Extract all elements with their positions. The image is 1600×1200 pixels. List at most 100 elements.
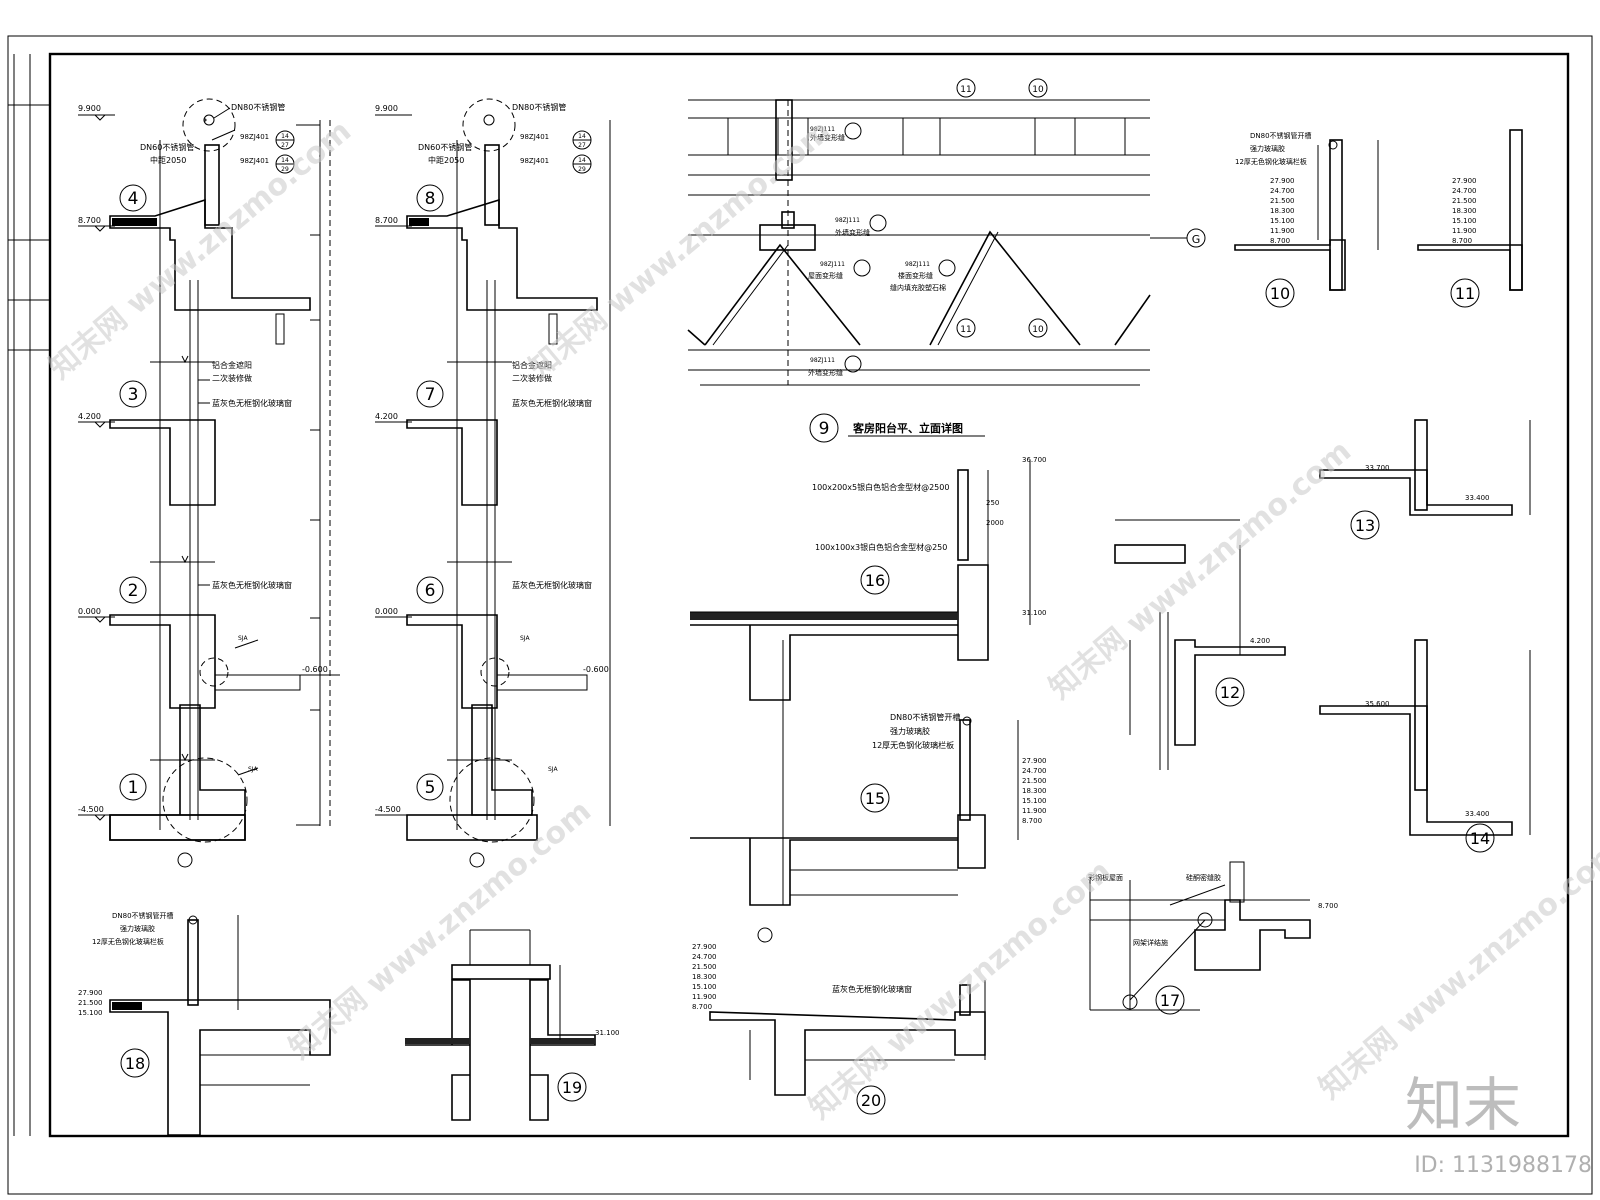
note-dn60-a: DN60不锈钢管 (140, 142, 194, 152)
detail-label-1: 1 (128, 778, 139, 798)
note-floor-fill: 缝内填充胶塑石棉 (890, 283, 946, 292)
elev-4200-a: 4.200 (78, 412, 101, 421)
elev-15-21500: 21.500 (1022, 777, 1047, 785)
detail-17-drawing (1089, 861, 1311, 1015)
elev-10-21500: 21.500 (1270, 197, 1295, 205)
elev-15-15100: 15.100 (1022, 797, 1047, 805)
elev-10-24700: 24.700 (1270, 187, 1295, 195)
note-glue-15: 强力玻璃胶 (890, 726, 930, 736)
elev-11-11900: 11.900 (1452, 227, 1477, 235)
elev-33400-13: 33.400 (1465, 494, 1490, 502)
image-id: ID: 1131988178 (1414, 1153, 1592, 1178)
elev-11-24700: 24.700 (1452, 187, 1477, 195)
note-glass-a1: 蓝灰色无框钢化玻璃窗 (212, 398, 292, 408)
elev-4200-12: 4.200 (1250, 637, 1270, 645)
bubble-3 (119, 380, 147, 408)
detail-label-6: 6 (425, 581, 436, 601)
detail-label-12: 12 (1220, 683, 1240, 702)
elev-18-27900: 27.900 (78, 989, 103, 997)
title-strip (8, 54, 51, 1136)
elev-20-18300: 18.300 (692, 973, 717, 981)
axis-10-top: 10 (1032, 85, 1044, 95)
elev-11-21500: 21.500 (1452, 197, 1477, 205)
detail-label-9: 9 (819, 419, 830, 439)
elev-m0600-a: -0.600 (302, 665, 328, 674)
ref-a1-top: 14 (281, 133, 289, 140)
bubble-2 (119, 576, 147, 604)
elev-10-27900: 27.900 (1270, 177, 1295, 185)
detail-12-drawing (1114, 519, 1286, 770)
elev-stack-15: 27.900 24.700 21.500 18.300 15.100 11.90… (1022, 757, 1047, 825)
note-wall-joint-3: 外墙变形缝 (808, 368, 843, 377)
note-dn80-b: DN80不锈钢管 (512, 102, 566, 112)
level-marks-a (78, 114, 340, 821)
elev-33700: 33.700 (1365, 464, 1390, 472)
elev-20-15100: 15.100 (692, 983, 717, 991)
detail-label-10: 10 (1270, 284, 1290, 303)
note-alu-100x200: 100x200x5银白色铝合金型材@2500 (812, 482, 949, 492)
note-wall-joint-2: 外墙变形缝 (835, 228, 870, 237)
detail-11-drawing (1417, 129, 1523, 308)
elev-m4500-b: -4.500 (375, 805, 401, 814)
elev-18-15100: 15.100 (78, 1009, 103, 1017)
elev-15-18300: 18.300 (1022, 787, 1047, 795)
bubble-5 (416, 773, 444, 801)
note-rail-10: 12厚无色钢化玻璃栏板 (1235, 157, 1307, 166)
detail-16-drawing (690, 460, 1031, 790)
elev-9900-a: 9.900 (78, 104, 101, 113)
note-ref-a2: 98ZJ401 (240, 157, 269, 165)
elev-8700-a: 8.700 (78, 216, 101, 225)
detail-14-drawing (1319, 639, 1531, 853)
detail-13-drawing (1319, 419, 1531, 540)
elev-9900-b: 9.900 (375, 104, 398, 113)
bubble-8 (416, 184, 444, 212)
note-glue-18: 强力玻璃胶 (120, 924, 155, 933)
elev-31100-16: 31.100 (1022, 609, 1047, 617)
note-second-a: 二次装修做 (212, 373, 252, 383)
detail-18-drawing (109, 915, 331, 1136)
detail-20-drawing (709, 980, 986, 1115)
detail-label-13: 13 (1355, 516, 1375, 535)
elev-35600: 35.600 (1365, 700, 1390, 708)
detail-label-17: 17 (1160, 991, 1180, 1010)
elev-0000-a: 0.000 (78, 607, 101, 616)
detail-label-7: 7 (425, 385, 436, 405)
note-sja-a1: SJA (238, 635, 248, 642)
detail-label-2: 2 (128, 581, 139, 601)
ref-b2-bot: 29 (578, 166, 586, 173)
note-dn80slot-18: DN80不锈钢管开槽 (112, 911, 174, 920)
note-sja-b1: SJA (520, 635, 530, 642)
detail-label-11: 11 (1455, 284, 1475, 303)
elev-11-18300: 18.300 (1452, 207, 1477, 215)
detail-label-8: 8 (425, 189, 436, 209)
note-truss: 网架详结施 (1133, 938, 1168, 947)
detail-label-4: 4 (128, 189, 139, 209)
elev-18-21500: 21.500 (78, 999, 103, 1007)
bubble-6 (416, 576, 444, 604)
note-silicone: 硅酮密缝胶 (1186, 873, 1221, 882)
note-dn80slot-10: DN80不锈钢管开槽 (1250, 131, 1312, 140)
balcony-title: 客房阳台平、立面详图 (852, 421, 963, 435)
elev-10-18300: 18.300 (1270, 207, 1295, 215)
section-detail-1-4 (78, 98, 340, 868)
ref-a1-bot: 27 (281, 142, 289, 149)
note-rail-18: 12厚无色钢化玻璃栏板 (92, 937, 164, 946)
detail-19-drawing (405, 929, 596, 1121)
ref-b2-top: 14 (578, 157, 586, 164)
note-glass-20: 蓝灰色无框钢化玻璃窗 (832, 984, 912, 994)
ref-a2-bot: 29 (281, 166, 289, 173)
note-spacing-b: 中距2050 (428, 155, 464, 165)
note-sja-a2: SJA (248, 766, 258, 773)
section-detail-5-8 (375, 98, 611, 868)
dim-250: 250 (986, 499, 999, 507)
inner-border (48, 52, 1570, 1138)
detail-label-14: 14 (1470, 829, 1490, 848)
outer-border (7, 35, 1593, 1195)
ref-98zj111-4: 98ZJ111 (905, 261, 930, 268)
elev-8700-b: 8.700 (375, 216, 398, 225)
elev-stack-20: 27.900 24.700 21.500 18.300 15.100 11.90… (692, 943, 717, 1011)
elev-m0600-b: -0.600 (583, 665, 609, 674)
elev-4200-b: 4.200 (375, 412, 398, 421)
note-wall-joint-1: 外墙变形缝 (810, 133, 845, 142)
elev-10-11900: 11.900 (1270, 227, 1295, 235)
